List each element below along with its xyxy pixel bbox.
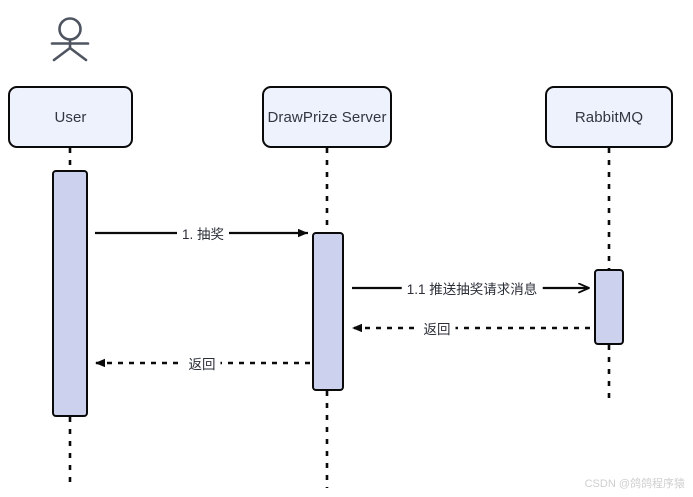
actor-left-leg-line	[52, 46, 72, 62]
message-label-1: 1. 抽奖	[176, 223, 230, 243]
participant-box-rabbitmq[interactable]: RabbitMQ	[545, 86, 673, 148]
actor-stick-figure	[50, 17, 90, 62]
participant-label-rabbitmq: RabbitMQ	[574, 108, 644, 126]
participant-label-drawprize-server: DrawPrize Server	[267, 108, 387, 126]
message-label-return-mq: 返回	[418, 318, 456, 338]
activation-bar-rabbitmq[interactable]	[594, 269, 624, 345]
participant-box-drawprize-server[interactable]: DrawPrize Server	[262, 86, 392, 148]
actor-head-icon	[58, 17, 82, 41]
participant-label-user: User	[54, 108, 87, 126]
activation-bar-user[interactable]	[52, 170, 88, 417]
csdn-watermark: CSDN @鸽鸽程序猿	[584, 478, 685, 490]
participant-box-user[interactable]: User	[8, 86, 133, 148]
activation-bar-drawprize-server[interactable]	[312, 232, 344, 391]
message-label-1-1: 1.1 推送抽奖请求消息	[401, 278, 543, 298]
lifelines-group	[68, 148, 611, 488]
message-label-return-user: 返回	[183, 353, 221, 373]
actor-right-leg-line	[68, 46, 88, 62]
